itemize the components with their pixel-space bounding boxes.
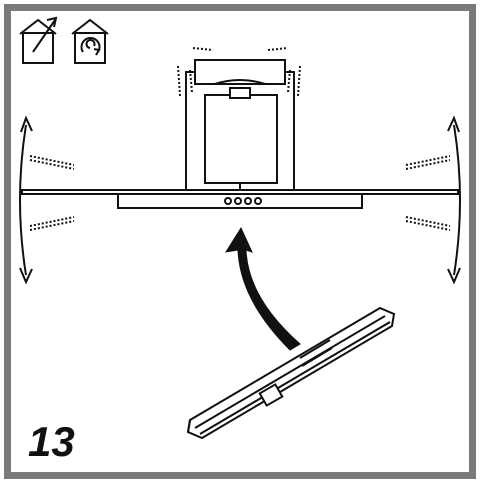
grease-filter-panel[interactable]: [186, 306, 396, 440]
tilt-arrows: [19, 115, 461, 285]
control-button-2: [234, 197, 242, 205]
step-number: 13: [28, 418, 75, 465]
control-button-1: [224, 197, 232, 205]
left-tilt-arrow: [19, 124, 27, 276]
diagram-frame: [4, 4, 476, 479]
vibration-marks: [29, 155, 451, 231]
house-recirculation-icon: [71, 18, 109, 64]
house-exhaust-icon: [19, 16, 58, 64]
hood-chimney: [185, 59, 295, 193]
control-button-3: [244, 197, 252, 205]
upward-insert-arrow[interactable]: [224, 226, 301, 351]
glass-canopy: [21, 189, 459, 209]
right-tilt-arrow: [453, 124, 461, 276]
control-button-4: [254, 197, 262, 205]
mounting-marks: [177, 47, 301, 97]
